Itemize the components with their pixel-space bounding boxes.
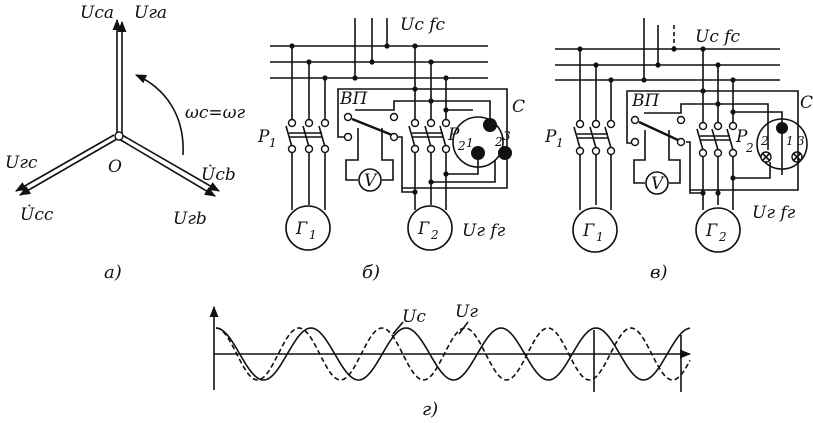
svg-text:Г: Г <box>705 221 718 241</box>
phasor-u-gb <box>118 138 216 197</box>
breaker-p2-b <box>408 118 451 154</box>
generator-g1-b <box>285 205 331 251</box>
phasor-u-gc <box>15 134 115 192</box>
svg-text:1: 1 <box>556 136 564 150</box>
generator-g1-c <box>572 207 618 253</box>
label-grid-b: Uc fc <box>400 15 446 35</box>
caption-a: а) <box>104 262 122 283</box>
svg-text:1: 1 <box>466 136 474 150</box>
lamp-2-b <box>483 118 497 132</box>
svg-text:1: 1 <box>309 228 317 242</box>
label-gen-param-c: Uг fг <box>752 203 796 223</box>
lamp-2-c <box>760 151 772 163</box>
label-vp-b: ВП <box>339 89 368 109</box>
label-grid-c: Uc fc <box>695 27 741 47</box>
label-p2-c: P <box>735 127 748 147</box>
voltmeter-c <box>645 171 669 195</box>
caption-b: б) <box>362 262 380 283</box>
label-u-ca: Uca <box>80 3 114 23</box>
lamp-3-b <box>498 146 512 160</box>
label-u-cc: U̇cc <box>20 205 54 225</box>
lamp-1-b <box>471 146 485 160</box>
svg-text:Г: Г <box>295 219 308 239</box>
waveform-u-c <box>215 327 691 381</box>
label-p1-c: P <box>544 127 557 147</box>
svg-text:V: V <box>364 171 378 191</box>
label-u-gc: Uгc <box>5 153 38 173</box>
caption-d: г) <box>422 399 438 420</box>
generator-g2-c <box>695 207 741 253</box>
label-vp-c: ВП <box>631 91 660 111</box>
phasor-u-cb <box>121 134 220 192</box>
label-u-cb: U̇cb <box>201 165 236 185</box>
svg-text:1: 1 <box>269 136 277 150</box>
svg-text:3: 3 <box>797 134 805 148</box>
caption-c: в) <box>650 262 668 283</box>
svg-text:1: 1 <box>596 230 604 244</box>
origin-point <box>114 131 124 141</box>
selector-switch-vp-b <box>351 117 393 137</box>
label-u-c: Uc <box>402 307 426 327</box>
generator-g2-b <box>407 205 453 251</box>
svg-text:Г: Г <box>582 221 595 241</box>
lamp-1-c <box>776 122 788 134</box>
svg-text:2: 2 <box>718 230 727 244</box>
selector-switch-vp-c <box>638 120 679 142</box>
label-u-ga: Uга <box>134 3 167 23</box>
panel-b-circuit: Uc fc P 1 Г 1 P 2 Г 2 <box>257 15 525 283</box>
svg-text:2: 2 <box>457 139 466 153</box>
breaker-p2-c <box>696 121 738 158</box>
lamp-3-c <box>791 151 803 163</box>
svg-text:1: 1 <box>786 134 794 148</box>
breaker-p1-c <box>573 119 616 156</box>
svg-text:2: 2 <box>760 134 769 148</box>
panel-d-waveforms: Uc Uг г) <box>209 302 692 420</box>
svg-text:2: 2 <box>430 228 439 242</box>
label-omega: ωc=ωг <box>185 103 245 123</box>
panel-c-circuit: Uc fc P 1 Г 1 P 2 Г 2 Uг fг <box>544 18 813 283</box>
label-synchroscope-b: C <box>512 97 525 117</box>
voltmeter-b <box>358 168 382 192</box>
label-gen-param-b: Uг fг <box>462 221 506 241</box>
svg-text:V: V <box>651 174 665 194</box>
label-synchroscope-c: C <box>800 93 813 113</box>
phasor-u-cc <box>19 138 118 196</box>
rotation-arrow-icon <box>134 74 184 156</box>
label-p1-b: P <box>257 127 270 147</box>
svg-text:2: 2 <box>494 135 503 149</box>
breaker-p1-b <box>285 118 330 154</box>
svg-text:2: 2 <box>745 141 754 155</box>
waveform-u-g <box>215 327 691 381</box>
label-u-g: Uг <box>455 302 478 322</box>
label-u-gb: Uгb <box>173 209 207 229</box>
panel-a-phasor-diagram: Uca Uга Uгc U̇cc U̇cb Uгb O ωc=ωг а) <box>5 3 245 283</box>
svg-text:Г: Г <box>417 219 430 239</box>
label-origin: O <box>108 157 122 177</box>
